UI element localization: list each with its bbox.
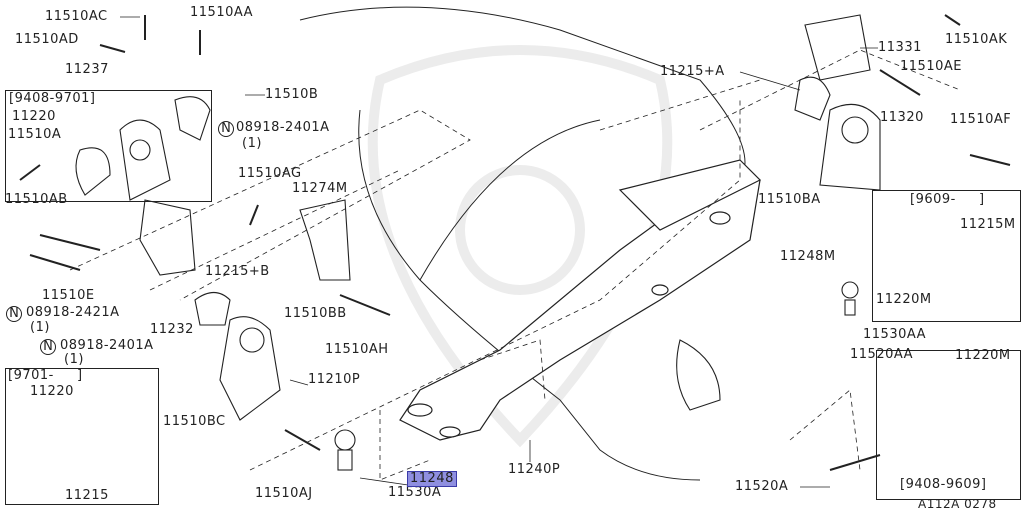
part-label-11520AA[interactable]: 11520AA [850,347,914,362]
variant-box-9701 [5,368,159,505]
n-circle-icon: N [218,121,234,137]
part-label-11210P[interactable]: 11210P [308,372,361,387]
figure-code: A112A 0278 [918,497,997,510]
quantity-label: (1) [30,320,50,335]
crossmember-11240P [399,159,762,441]
part-label-11510B[interactable]: 11510B [265,87,319,102]
part-label-11237[interactable]: 11237 [65,62,109,77]
part-label-11510A[interactable]: 11510A [8,127,62,142]
part-label-08918-2401A[interactable]: 08918-2401A [60,338,154,353]
n-circle-icon: N [40,339,56,355]
part-label-11510AE[interactable]: 11510AE [900,59,962,74]
part-label-11248-highlighted[interactable]: 11248 [407,471,457,487]
leader-lines [120,16,878,488]
part-label-11510E[interactable]: 11510E [42,288,95,303]
part-label-11510BA[interactable]: 11510BA [758,192,821,207]
part-label-11274M[interactable]: 11274M [292,181,348,196]
part-label-11215+A[interactable]: 11215+A [660,64,725,79]
part-label-08918-2421A[interactable]: 08918-2421A [26,305,120,320]
range-label: [9408-9609] [900,477,987,492]
body-outline [299,6,746,481]
part-label-11520A[interactable]: 11520A [735,479,789,494]
n-circle-icon: N [6,306,22,322]
part-label-11320[interactable]: 11320 [880,110,924,125]
mount-parts [75,14,881,471]
bolts [19,14,1011,471]
part-label-11232[interactable]: 11232 [150,322,194,337]
dashed-leaders [69,49,961,481]
part-label-11510AB[interactable]: 11510AB [5,192,68,207]
part-label-11248M[interactable]: 11248M [780,249,836,264]
part-label-11215M[interactable]: 11215M [960,217,1016,232]
part-label-11510BC[interactable]: 11510BC [163,414,226,429]
quantity-label: (1) [242,136,262,151]
part-label-11530AA[interactable]: 11530AA [863,327,927,342]
part-label-11220[interactable]: 11220 [12,109,56,124]
variant-box-9609 [872,190,1021,322]
part-label-11510AJ[interactable]: 11510AJ [255,486,313,501]
part-label-11530A[interactable]: 11530A [388,485,442,500]
range-label: [9701- ] [8,368,83,383]
part-label-11510AH[interactable]: 11510AH [325,342,389,357]
range-label: [9609- ] [910,192,985,207]
part-label-11215[interactable]: 11215 [65,488,109,503]
part-label-08918-2401A[interactable]: 08918-2401A [236,120,330,135]
part-label-11510AA[interactable]: 11510AA [190,5,254,20]
part-label-11240P[interactable]: 11240P [508,462,561,477]
part-label-11220[interactable]: 11220 [30,384,74,399]
quantity-label: (1) [64,352,84,367]
part-label-11220M[interactable]: 11220M [876,292,932,307]
part-label-11510AK[interactable]: 11510AK [945,32,1008,47]
range-label: [9408-9701] [9,91,96,106]
part-label-11331[interactable]: 11331 [878,40,922,55]
variant-box-9408-9609 [876,350,1021,500]
part-label-11510AD[interactable]: 11510AD [15,32,79,47]
part-label-11510AF[interactable]: 11510AF [950,112,1012,127]
part-label-11510AG[interactable]: 11510AG [238,166,302,181]
part-label-11510BB[interactable]: 11510BB [284,306,347,321]
part-label-11215+B[interactable]: 11215+B [205,264,270,279]
part-label-11220M[interactable]: 11220M [955,348,1011,363]
part-label-11510AC[interactable]: 11510AC [45,9,108,24]
variant-box-9408-9701 [5,90,212,202]
